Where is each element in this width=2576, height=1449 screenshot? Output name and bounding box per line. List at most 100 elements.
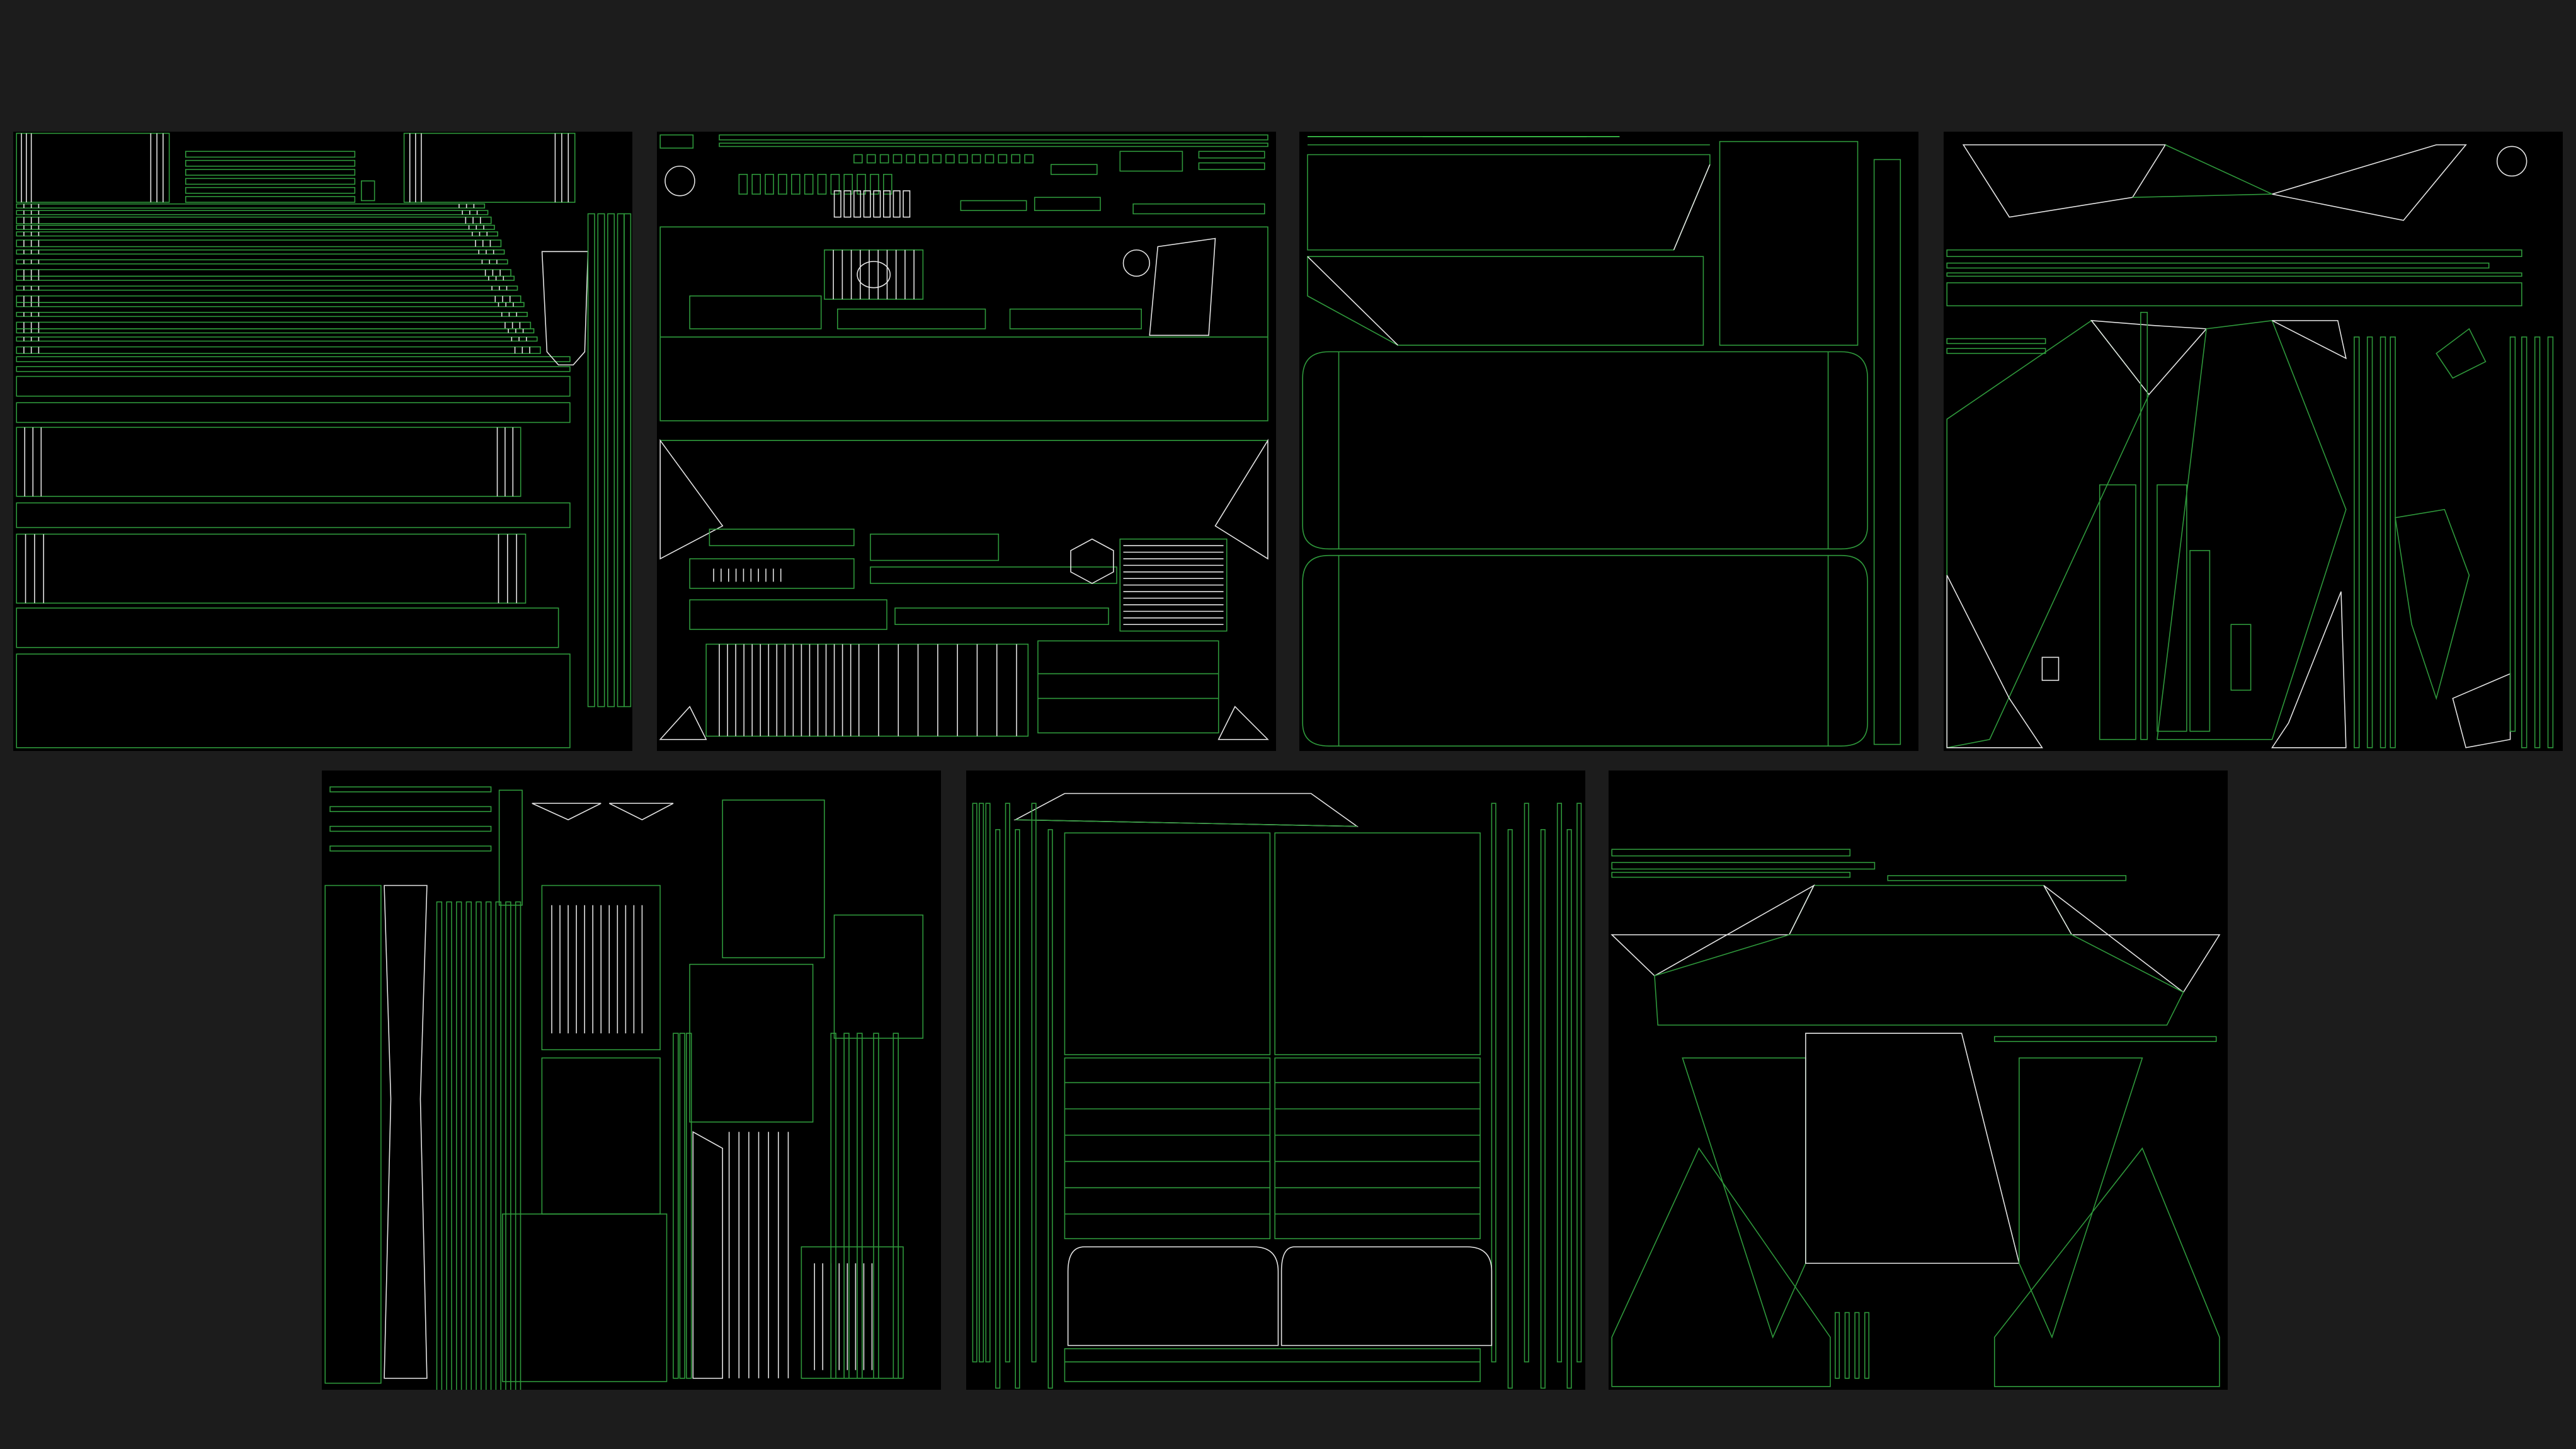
uv-island xyxy=(998,154,1008,164)
uv-island xyxy=(16,269,511,277)
uv-island xyxy=(866,154,876,164)
uv-island xyxy=(1946,319,2150,748)
uv-wireframe-2 xyxy=(659,134,1269,740)
uv-island xyxy=(485,901,492,1390)
uv-island xyxy=(617,213,625,707)
uv-island xyxy=(857,1033,863,1379)
uv-island xyxy=(722,799,825,959)
uv-island xyxy=(1122,249,1151,277)
uv-island xyxy=(541,885,661,1051)
uv-island xyxy=(972,803,977,1363)
uv-island xyxy=(892,154,903,164)
uv-island xyxy=(2189,550,2211,732)
uv-island xyxy=(824,249,924,300)
uv-island xyxy=(1302,351,1868,550)
uv-island xyxy=(817,174,827,195)
uv-island xyxy=(360,180,375,202)
uv-island xyxy=(1067,1246,1279,1346)
uv-island xyxy=(16,402,571,423)
uv-island xyxy=(1274,1057,1481,1239)
uv-island xyxy=(2390,336,2396,748)
uv-island xyxy=(932,154,942,164)
uv-island xyxy=(329,806,492,812)
uv-island xyxy=(659,226,1268,421)
uv-island xyxy=(984,154,994,164)
uv-island xyxy=(870,174,879,195)
uv-island xyxy=(692,1131,723,1379)
uv-island xyxy=(16,346,541,354)
uv-island xyxy=(16,534,527,604)
uv-island xyxy=(2271,591,2347,748)
uv-island xyxy=(863,190,871,218)
uv-island xyxy=(1719,140,1859,346)
uv-island xyxy=(16,653,571,748)
uv-island xyxy=(1864,1312,1870,1379)
uv-island xyxy=(16,302,525,307)
uv-island xyxy=(958,154,968,164)
uv-island xyxy=(778,174,787,195)
uv-island xyxy=(185,178,356,185)
uv-island xyxy=(16,336,538,342)
uv-island xyxy=(1576,803,1582,1363)
uv-island xyxy=(1064,1348,1481,1382)
uv-wireframe-5 xyxy=(324,786,924,1390)
uv-island xyxy=(1611,862,1876,870)
uv-island xyxy=(870,566,1117,584)
uv-island xyxy=(2496,146,2528,177)
uv-island xyxy=(853,154,863,164)
uv-island xyxy=(1788,885,2073,936)
uv-edge xyxy=(2165,144,2272,195)
uv-island xyxy=(515,901,521,1390)
uv-island xyxy=(16,375,571,397)
uv-island xyxy=(971,154,981,164)
uv-island xyxy=(1009,308,1142,329)
uv-island xyxy=(843,1033,850,1379)
uv-panel-4 xyxy=(1944,132,2563,751)
uv-island xyxy=(1198,151,1265,159)
uv-island xyxy=(2534,336,2541,748)
uv-island xyxy=(1524,803,1529,1363)
uv-island xyxy=(16,275,515,281)
uv-island xyxy=(1217,706,1269,740)
uv-island xyxy=(1024,154,1034,164)
uv-island xyxy=(1119,151,1183,172)
uv-island xyxy=(892,190,901,218)
uv-island xyxy=(16,607,559,648)
uv-island xyxy=(498,789,523,906)
uv-island xyxy=(16,132,170,203)
uv-island xyxy=(2509,336,2516,732)
uv-island xyxy=(1993,1036,2217,1043)
uv-island xyxy=(873,190,881,218)
uv-island xyxy=(502,1213,668,1382)
uv-island xyxy=(495,901,501,1390)
uv-island xyxy=(705,643,1029,737)
uv-panel-5 xyxy=(322,770,941,1390)
uv-island xyxy=(1051,164,1098,175)
uv-island xyxy=(903,190,911,218)
uv-island xyxy=(1307,256,1704,346)
uv-island xyxy=(1198,162,1265,170)
uv-island xyxy=(686,1033,692,1379)
uv-island xyxy=(1946,282,2522,307)
uv-island xyxy=(16,427,521,497)
uv-island xyxy=(16,502,571,529)
uv-island xyxy=(689,963,814,1123)
uv-island xyxy=(1214,438,1268,560)
uv-island xyxy=(659,134,694,149)
uv-island xyxy=(1031,803,1037,1363)
uv-island xyxy=(2230,624,2252,691)
uv-island xyxy=(1302,554,1868,747)
uv-island xyxy=(1005,803,1010,1363)
uv-island xyxy=(1566,829,1572,1389)
uv-island xyxy=(837,308,986,329)
uv-island xyxy=(329,825,492,832)
uv-island xyxy=(1540,829,1546,1389)
uv-island xyxy=(894,607,1109,626)
uv-edge xyxy=(1307,256,1398,346)
uv-island xyxy=(870,534,1000,561)
uv-island xyxy=(2140,312,2148,740)
uv-island xyxy=(1015,829,1020,1389)
uv-island xyxy=(2436,328,2487,379)
uv-island xyxy=(436,901,443,1390)
uv-island xyxy=(883,190,891,218)
